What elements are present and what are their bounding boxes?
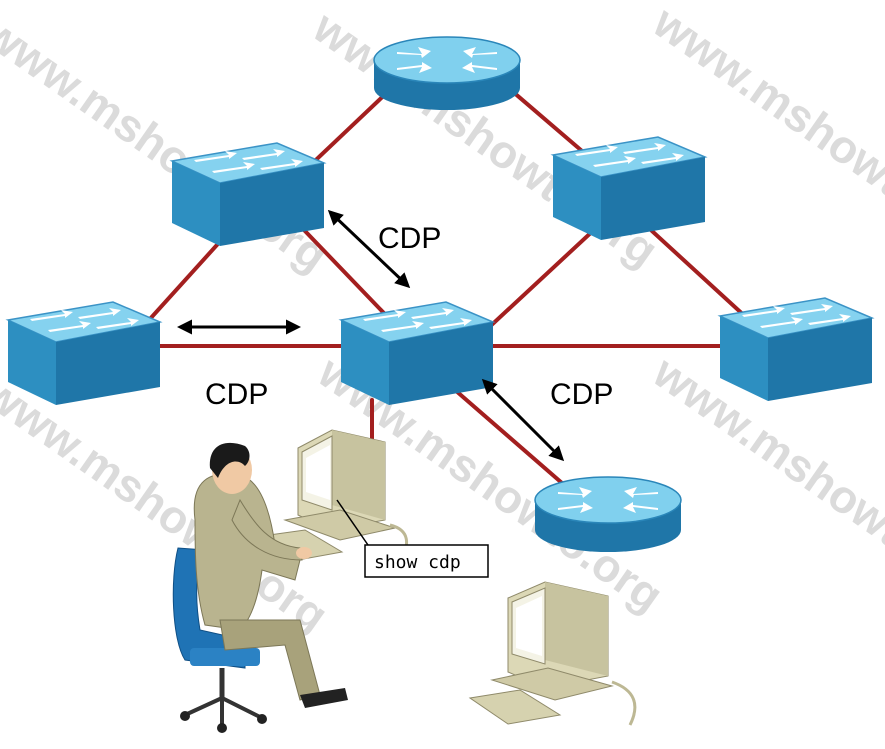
switch-left (5, 301, 163, 405)
switch-arrows-icon (575, 143, 684, 167)
cdp-label-right: CDP (550, 378, 613, 411)
link-switch-upper-right-switch-center (468, 213, 612, 347)
cdp-label-left: CDP (205, 378, 268, 411)
cdp-label-upper: CDP (378, 222, 441, 255)
watermark: www.mshowto.org (643, 0, 885, 272)
switch-upper-left (169, 142, 327, 246)
switch-upper-right (550, 136, 708, 240)
cdp-arrow-right (481, 378, 565, 462)
switch-arrows-icon (363, 308, 472, 332)
router-bottom (534, 476, 682, 552)
operator-person (172, 442, 348, 733)
link-switch-upper-right-switch-right (638, 218, 762, 332)
cdp-arrows (177, 209, 565, 462)
command-text: show cdp (374, 552, 461, 573)
pc-operator (260, 429, 409, 561)
cdp-arrow-upper (327, 209, 411, 289)
watermark: www.mshowto.org (0, 365, 338, 642)
callout-pointer (336, 499, 369, 546)
pc-bottom (468, 581, 637, 726)
switch-arrows-icon (742, 304, 851, 328)
switch-arrows-icon (194, 149, 303, 173)
show-cdp-callout: show cdp (336, 499, 489, 578)
router-arrows-icon (558, 487, 658, 513)
router-arrows-icon (397, 47, 497, 73)
switch-center (338, 301, 496, 405)
callout-box (364, 544, 489, 578)
switch-right (717, 297, 875, 401)
router-top (373, 36, 521, 110)
switch-arrows-icon (30, 308, 139, 332)
watermark: www.mshowto.org (0, 5, 338, 282)
